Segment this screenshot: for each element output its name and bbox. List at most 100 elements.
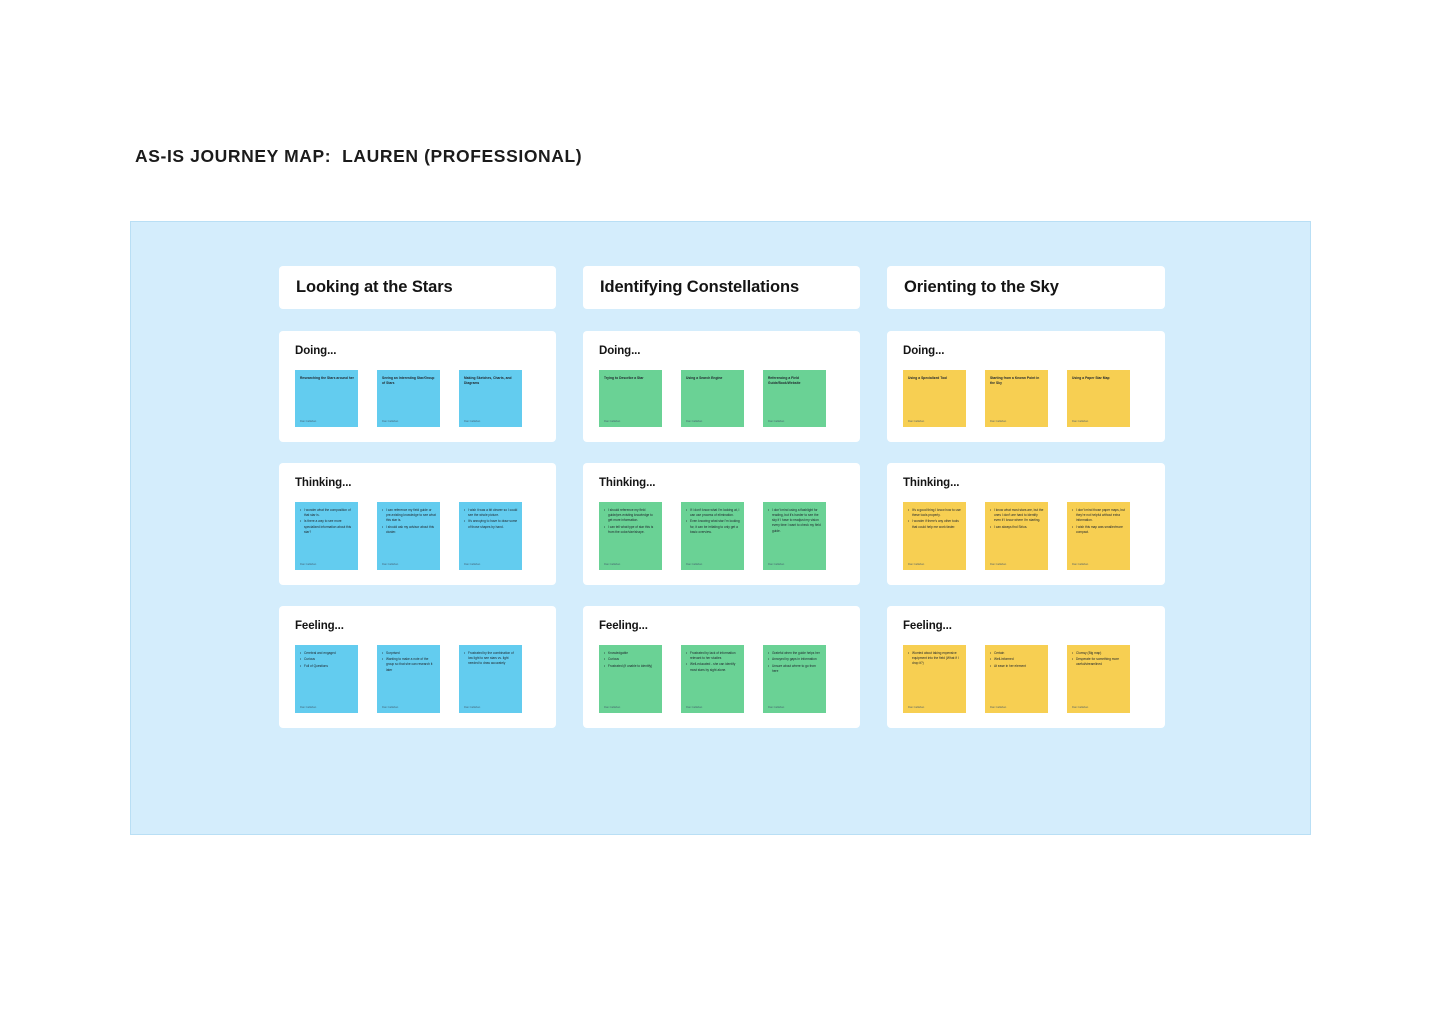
lane-title: Feeling... <box>599 620 648 632</box>
note-bullet: I wonder what the composition of that st… <box>300 508 354 518</box>
sticky-note[interactable]: CertainWell-informedAt ease in her eleme… <box>985 645 1048 713</box>
stage-column-orienting-to-the-sky: Orienting to the Sky Doing... Using a Sp… <box>887 266 1165 728</box>
note-bullet-list: If I don't know what I'm looking at, I c… <box>686 508 740 536</box>
note-author: Dan Callahan <box>990 420 1007 423</box>
note-author: Dan Callahan <box>1072 706 1089 709</box>
note-author: Dan Callahan <box>382 706 399 709</box>
note-bullet-list: Clumsy (Big map)Desperate for something … <box>1072 651 1126 669</box>
note-author: Dan Callahan <box>604 563 621 566</box>
sticky-note[interactable]: I can reference my field guide or pre-ex… <box>377 502 440 570</box>
note-bullet: Curious <box>300 657 354 662</box>
sticky-note[interactable]: Referencing a Field Guide/Book/Website D… <box>763 370 826 427</box>
note-bullet: At ease in her element <box>990 664 1044 669</box>
note-bullet: Well-educated - she can identify most st… <box>686 662 740 672</box>
note-bullet: Full of Questions <box>300 664 354 669</box>
note-bullet-list: Frustrated by lack of information releva… <box>686 651 740 674</box>
note-bullet: I can always find Sirius. <box>990 525 1044 530</box>
sticky-note[interactable]: Grateful when the guide helps herAnnoyed… <box>763 645 826 713</box>
lane-doing: Doing... Using a Specialized Tool Dan Ca… <box>887 331 1165 442</box>
page-title: AS-IS JOURNEY MAP: LAUREN (PROFESSIONAL) <box>135 146 583 166</box>
note-bullet-list: I can reference my field guide or pre-ex… <box>382 508 436 536</box>
note-author: Dan Callahan <box>604 420 621 423</box>
sticky-note[interactable]: It's a good thing I know how to use thes… <box>903 502 966 570</box>
note-bullet: Grateful when the guide helps her <box>768 651 822 656</box>
sticky-note[interactable]: Seeing an Interesting Star/Group of Star… <box>377 370 440 427</box>
lane-feeling: Feeling... KnowledgableCuriousFrustrated… <box>583 606 860 728</box>
sticky-note[interactable]: Using a Specialized Tool Dan Callahan <box>903 370 966 427</box>
note-author: Dan Callahan <box>686 420 703 423</box>
note-heading: Trying to Describe a Star <box>604 376 644 380</box>
sticky-note[interactable]: Frustrated by lack of information releva… <box>681 645 744 713</box>
sticky-note[interactable]: Cerebral and engagedCuriousFull of Quest… <box>295 645 358 713</box>
note-bullet: Even knowing what star I'm looking for, … <box>686 519 740 534</box>
lane-title: Thinking... <box>903 477 960 489</box>
note-heading: Researching the Stars around her <box>300 376 354 380</box>
sticky-note[interactable]: I don't mind using a flashlight for read… <box>763 502 826 570</box>
sticky-note[interactable]: Worried about taking expensive equipment… <box>903 645 966 713</box>
note-bullet: Knowledgable <box>604 651 658 656</box>
sticky-note[interactable]: I should reference my field guide/pre-ex… <box>599 502 662 570</box>
sticky-note[interactable]: If I don't know what I'm looking at, I c… <box>681 502 744 570</box>
note-bullet-list: CertainWell-informedAt ease in her eleme… <box>990 651 1044 670</box>
lane-title: Thinking... <box>599 477 656 489</box>
note-bullet: Is there a way to see more specialized i… <box>300 519 354 534</box>
stage-column-identifying-constellations: Identifying Constellations Doing... Tryi… <box>583 266 860 728</box>
note-bullet-list: I wonder what the composition of that st… <box>300 508 354 536</box>
sticky-note[interactable]: Starting from a Known Point in the Sky D… <box>985 370 1048 427</box>
note-bullet: Desperate for something more useful/stre… <box>1072 657 1126 667</box>
note-bullet-list: Grateful when the guide helps herAnnoyed… <box>768 651 822 675</box>
stage-header: Looking at the Stars <box>279 266 556 309</box>
sticky-note[interactable]: I wish it was a bit clearer so I could s… <box>459 502 522 570</box>
note-bullet: I can tell what type of star this is fro… <box>604 525 658 535</box>
note-author: Dan Callahan <box>382 420 399 423</box>
note-bullet: I wonder if there's any other tools that… <box>908 519 962 529</box>
note-bullet-list: It's a good thing I know how to use thes… <box>908 508 962 531</box>
sticky-note[interactable]: Using a Search Engine Dan Callahan <box>681 370 744 427</box>
note-author: Dan Callahan <box>300 420 317 423</box>
note-author: Dan Callahan <box>686 706 703 709</box>
sticky-note[interactable]: Frustrated by the combination of low lig… <box>459 645 522 713</box>
stage-title: Orienting to the Sky <box>904 278 1059 296</box>
note-bullet: I can reference my field guide or pre-ex… <box>382 508 436 523</box>
lane-thinking: Thinking... I wonder what the compositio… <box>279 463 556 585</box>
note-author: Dan Callahan <box>604 706 621 709</box>
notes-row: I should reference my field guide/pre-ex… <box>599 502 844 570</box>
note-bullet: I don't mind using a flashlight for read… <box>768 508 822 534</box>
notes-row: It's a good thing I know how to use thes… <box>903 502 1149 570</box>
note-author: Dan Callahan <box>686 563 703 566</box>
note-bullet: Frustrated by lack of information releva… <box>686 651 740 661</box>
sticky-note[interactable]: I wonder what the composition of that st… <box>295 502 358 570</box>
sticky-note[interactable]: Trying to Describe a Star Dan Callahan <box>599 370 662 427</box>
sticky-note[interactable]: KnowledgableCuriousFrustrated (if unable… <box>599 645 662 713</box>
notes-row: Using a Specialized Tool Dan Callahan St… <box>903 370 1149 427</box>
note-bullet-list: I should reference my field guide/pre-ex… <box>604 508 658 536</box>
note-author: Dan Callahan <box>990 563 1007 566</box>
note-bullet: Well-informed <box>990 657 1044 662</box>
note-author: Dan Callahan <box>382 563 399 566</box>
note-bullet: I know what most stars are, but the ones… <box>990 508 1044 523</box>
lane-doing: Doing... Trying to Describe a Star Dan C… <box>583 331 860 442</box>
sticky-note[interactable]: Clumsy (Big map)Desperate for something … <box>1067 645 1130 713</box>
sticky-note[interactable]: I know what most stars are, but the ones… <box>985 502 1048 570</box>
journey-map-board: Looking at the Stars Doing... Researchin… <box>130 221 1311 835</box>
notes-row: I wonder what the composition of that st… <box>295 502 540 570</box>
note-bullet-list: SurprisedWanting to make a note of the g… <box>382 651 436 674</box>
sticky-note[interactable]: Using a Paper Star Map Dan Callahan <box>1067 370 1130 427</box>
note-bullet: I don't mind those paper maps, but they'… <box>1072 508 1126 523</box>
note-bullet: I should reference my field guide/pre-ex… <box>604 508 658 523</box>
note-author: Dan Callahan <box>768 420 785 423</box>
sticky-note[interactable]: SurprisedWanting to make a note of the g… <box>377 645 440 713</box>
note-bullet: Frustrated (if unable to identify) <box>604 664 658 669</box>
sticky-note[interactable]: Researching the Stars around her Dan Cal… <box>295 370 358 427</box>
note-bullet-list: I wish it was a bit clearer so I could s… <box>464 508 518 531</box>
note-bullet-list: I don't mind using a flashlight for read… <box>768 508 822 535</box>
note-bullet: Curious <box>604 657 658 662</box>
notes-row: Cerebral and engagedCuriousFull of Quest… <box>295 645 540 713</box>
sticky-note[interactable]: I don't mind those paper maps, but they'… <box>1067 502 1130 570</box>
note-bullet-list: Frustrated by the combination of low lig… <box>464 651 518 668</box>
sticky-note[interactable]: Making Sketches, Charts, and Diagrams Da… <box>459 370 522 427</box>
note-author: Dan Callahan <box>300 706 317 709</box>
note-heading: Making Sketches, Charts, and Diagrams <box>464 376 512 386</box>
note-bullet-list: Cerebral and engagedCuriousFull of Quest… <box>300 651 354 670</box>
note-author: Dan Callahan <box>908 563 925 566</box>
